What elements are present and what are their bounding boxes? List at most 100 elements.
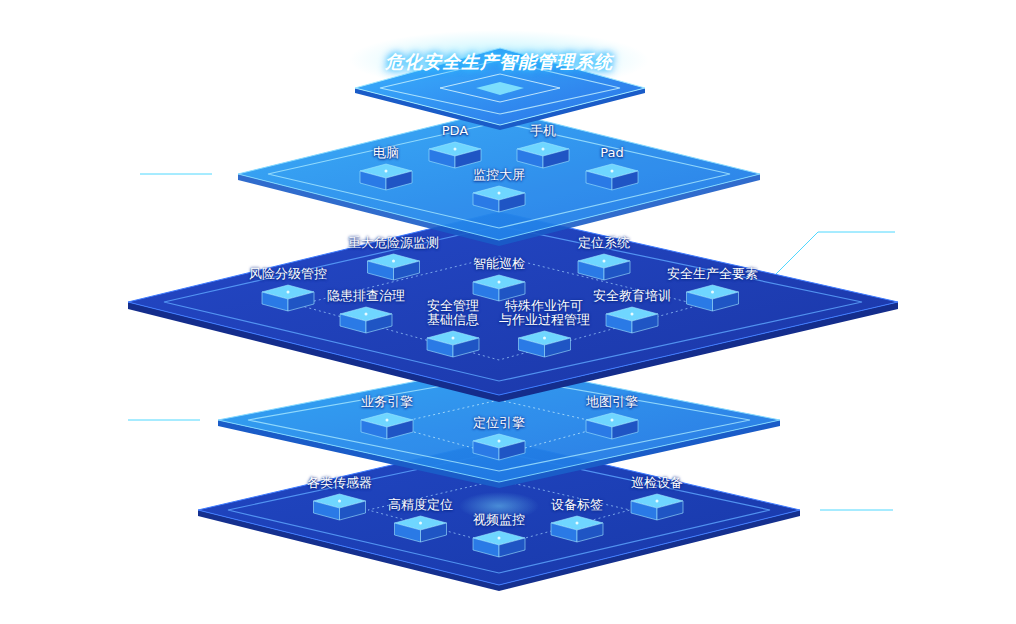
module-node: 智能巡检	[471, 257, 527, 303]
module-cube	[584, 411, 640, 441]
module-node: 手机	[515, 124, 571, 170]
module-label: PDA	[442, 124, 469, 138]
diagram-title: 危化安全生产智能管理系统	[385, 50, 613, 74]
module-label: 地图引擎	[586, 395, 638, 409]
module-label: 特殊作业许可 与作业过程管理	[499, 299, 590, 327]
module-cube	[516, 329, 572, 359]
module-node: Pad	[584, 146, 640, 192]
module-cube	[471, 432, 527, 462]
module-node: 视频监控	[471, 513, 527, 559]
cube-dot	[711, 291, 714, 294]
module-node: 风险分级管控	[249, 267, 327, 313]
cube-dot	[611, 170, 614, 173]
cube-face	[386, 171, 412, 190]
cube-dot	[392, 260, 395, 263]
cube-dot	[498, 440, 501, 443]
module-label: 高精度定位	[388, 498, 453, 512]
module-node: 特殊作业许可 与作业过程管理	[499, 299, 590, 359]
cube-dot	[576, 522, 579, 525]
cube-face	[262, 292, 288, 311]
cube-face	[288, 292, 314, 311]
cube-face	[453, 338, 479, 357]
cube-face	[473, 538, 499, 557]
module-cube	[260, 283, 316, 313]
cube-face	[586, 420, 612, 439]
cube-dot	[611, 419, 614, 422]
module-cube	[576, 252, 632, 282]
module-cube	[471, 184, 527, 214]
cube-dot	[542, 148, 545, 151]
module-node: 各类传感器	[307, 476, 372, 522]
module-cube	[338, 305, 394, 335]
cube-face	[387, 420, 413, 439]
cube-face	[499, 441, 525, 460]
cube-face	[517, 149, 543, 168]
cube-dot	[419, 522, 422, 525]
module-label: Pad	[600, 146, 623, 160]
module-cube	[684, 283, 740, 313]
cube-face	[429, 149, 455, 168]
module-node: 定位引擎	[471, 416, 527, 462]
module-label: 定位系统	[578, 236, 630, 250]
cube-face	[339, 501, 365, 520]
module-node: PDA	[427, 124, 483, 170]
cube-face	[544, 338, 570, 357]
cube-face	[313, 501, 339, 520]
cube-face	[586, 171, 612, 190]
cube-face	[499, 193, 525, 212]
module-label: 各类传感器	[307, 476, 372, 490]
module-node: 监控大屏	[471, 168, 527, 214]
cube-face	[366, 314, 392, 333]
cube-dot	[287, 291, 290, 294]
module-label: 电脑	[373, 146, 399, 160]
module-label: 业务引擎	[361, 395, 413, 409]
cube-face	[578, 261, 604, 280]
module-node: 隐患排查治理	[327, 289, 405, 335]
module-cube	[425, 329, 481, 359]
module-label: 风险分级管控	[249, 267, 327, 281]
cube-dot	[498, 192, 501, 195]
module-label: 安全生产全要素	[667, 267, 758, 281]
cube-face	[427, 338, 453, 357]
cube-dot	[385, 170, 388, 173]
module-cube	[392, 514, 448, 544]
cube-face	[657, 501, 683, 520]
layer-1	[349, 30, 649, 130]
module-node: 安全教育培训	[593, 289, 671, 335]
module-node: 重大危险源监测	[348, 236, 439, 282]
cube-face	[393, 261, 419, 280]
cube-face	[606, 314, 632, 333]
cube-face	[499, 538, 525, 557]
cube-face	[551, 523, 577, 542]
module-cube	[515, 140, 571, 170]
module-node: 业务引擎	[359, 395, 415, 441]
module-node: 定位系统	[576, 236, 632, 282]
module-label: 安全教育培训	[593, 289, 671, 303]
cube-face	[612, 420, 638, 439]
cube-face	[604, 261, 630, 280]
cube-face	[367, 261, 393, 280]
module-cube	[365, 252, 421, 282]
module-label: 安全管理 基础信息	[427, 299, 479, 327]
module-label: 设备标签	[551, 498, 603, 512]
layer-2	[238, 110, 760, 246]
module-label: 隐患排查治理	[327, 289, 405, 303]
module-cube	[604, 305, 660, 335]
cube-face	[473, 441, 499, 460]
module-cube	[427, 140, 483, 170]
cube-face	[577, 523, 603, 542]
module-node: 安全生产全要素	[667, 267, 758, 313]
cube-face	[420, 523, 446, 542]
module-cube	[584, 162, 640, 192]
cube-face	[394, 523, 420, 542]
cube-face	[631, 501, 657, 520]
module-node: 巡检设备	[629, 476, 685, 522]
cube-dot	[498, 281, 501, 284]
module-label: 重大危险源监测	[348, 236, 439, 250]
cube-dot	[603, 260, 606, 263]
module-label: 智能巡检	[473, 257, 525, 271]
cube-face	[455, 149, 481, 168]
cube-dot	[656, 500, 659, 503]
cube-face	[612, 171, 638, 190]
cube-face	[361, 420, 387, 439]
